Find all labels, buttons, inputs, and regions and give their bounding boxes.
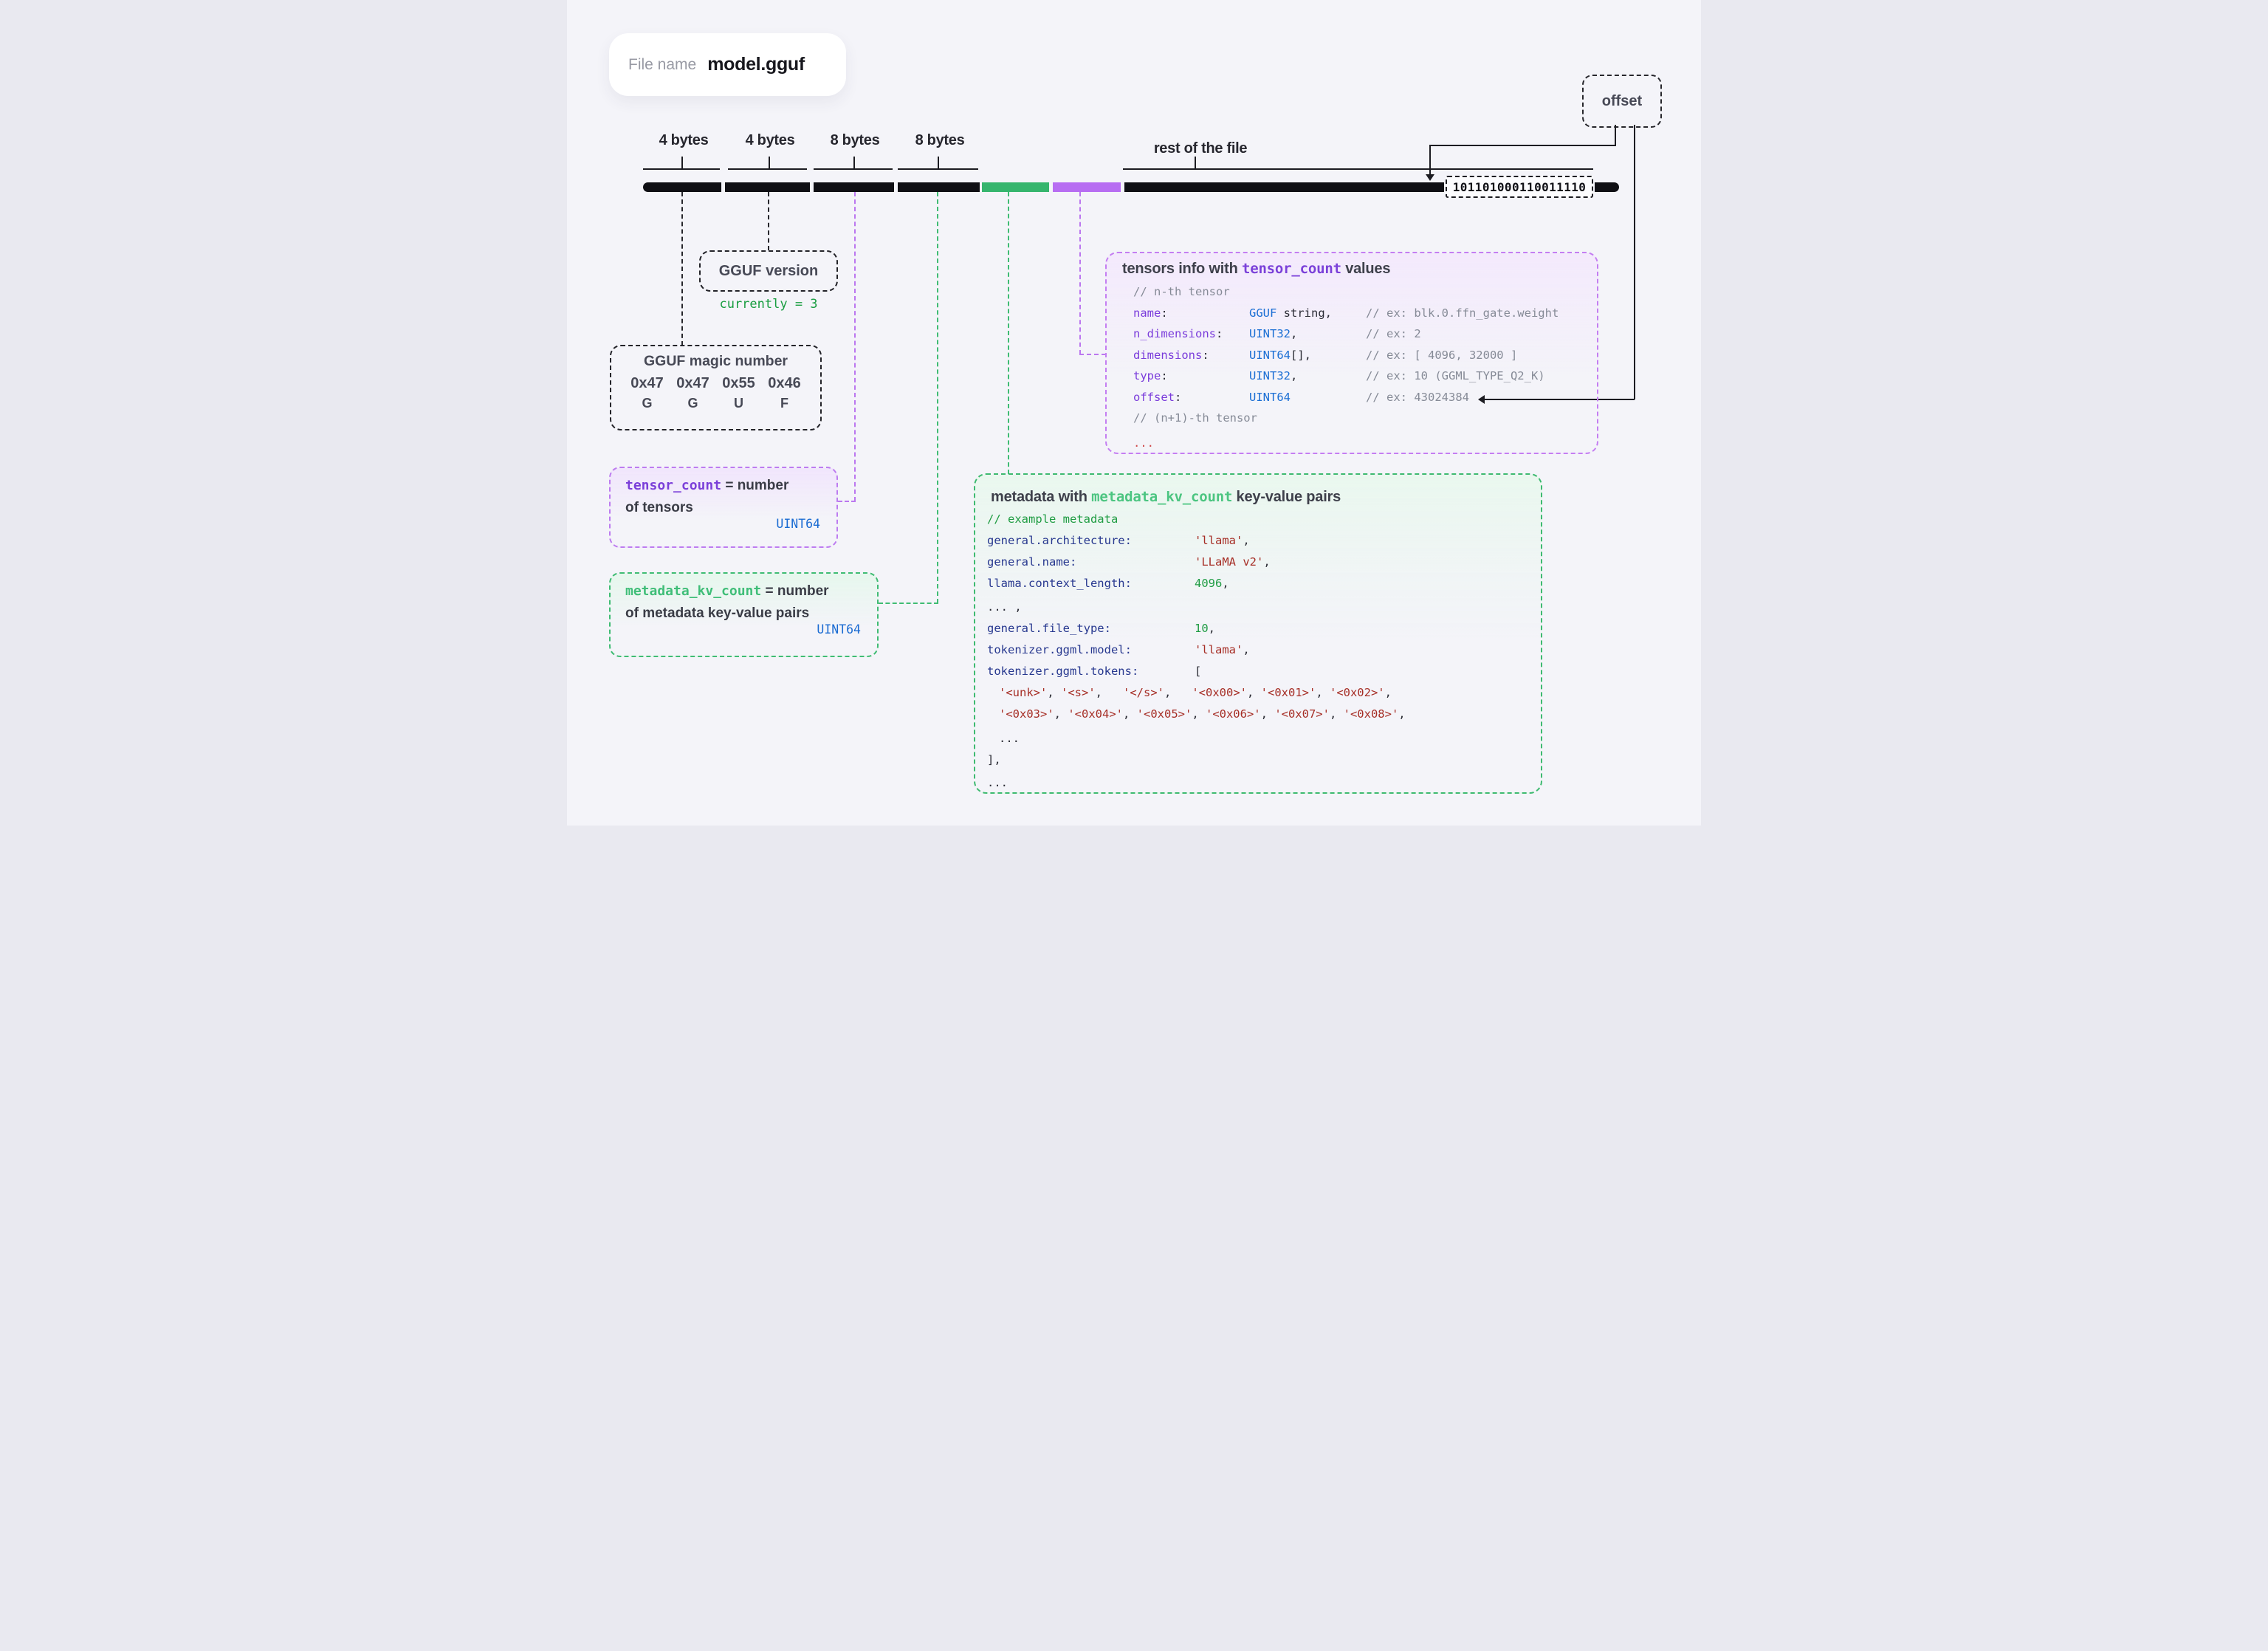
tensor-count-type: UINT64 [776,517,820,531]
code-line: general.file_type:10, [987,622,1216,635]
gguf-version-note: currently = 3 [719,297,818,312]
magic-number-title: GGUF magic number [643,353,788,369]
segment-version [725,182,810,192]
bracket-4 [898,157,978,170]
metadata-code: // example metadata general.architecture:… [987,512,1535,797]
code-line: n_dimensions:UINT32,// ex: 2 [1133,327,1421,340]
metadata-kv-line1: metadata_kv_count = number [625,583,862,600]
magic-char: F [780,396,788,411]
metadata-kv-eq: = number [761,583,829,599]
bracket-2 [728,157,807,170]
connector-tensors-box-h [1079,354,1106,355]
offset-line-b1 [1634,125,1635,399]
code-line: ... [987,776,1008,789]
metadata-kv-line2: of metadata key-value pairs [625,605,810,621]
connector-tensor-count-v [854,192,856,501]
tensors-info-code: // n-th tensor name:GGUF string,// ex: bl… [1133,285,1591,457]
code-line: ... [1133,436,1154,450]
code-line: // n-th tensor [1133,285,1230,298]
code-line: tokenizer.ggml.model:'llama', [987,643,1250,656]
binary-bits-box: 101101000110011110 [1446,176,1593,198]
tensor-count-line2: of tensors [625,500,693,515]
code-line: // (n+1)-th tensor [1133,411,1257,425]
tensors-info-title: tensors info with tensor_count values [1122,261,1391,277]
magic-char: G [687,396,698,411]
tensor-count-eq: = number [721,478,789,493]
bracket-1 [643,157,720,170]
segment-rest-of-file [1124,182,1444,192]
code-line: // example metadata [987,512,1118,526]
code-line: '<0x03>', '<0x04>', '<0x05>', '<0x06>', … [999,707,1406,721]
gguf-version-box: GGUF version [699,250,838,292]
magic-number-hex-row: 0x47 0x47 0x55 0x46 [625,375,808,392]
magic-char: U [734,396,743,411]
segment-tensor-count [814,182,894,192]
bracket-rest [1123,157,1593,170]
gguf-version-title: GGUF version [718,262,819,279]
file-name-label: File name [628,55,697,73]
metadata-title: metadata with metadata_kv_count key-valu… [991,489,1341,505]
file-name-value: model.gguf [707,54,805,75]
offset-line-a3 [1429,145,1431,176]
code-line: llama.context_length:4096, [987,577,1229,590]
code-line: dimensions:UINT64[],// ex: [ 4096, 32000… [1133,348,1518,362]
magic-number-char-row: G G U F [625,396,808,411]
segment-metadata-kv-count [898,182,980,192]
tensor-count-keyword: tensor_count [625,478,722,493]
file-name-pill: File name model.gguf [609,33,846,96]
offset-line-a2 [1429,145,1616,146]
segment-file-end [1595,182,1619,192]
label-8-bytes-2: 8 bytes [915,132,965,148]
offset-line-a1 [1615,125,1616,146]
code-line: ... [999,732,1020,745]
segment-metadata [982,182,1049,192]
bracket-3 [814,157,893,170]
magic-char: G [642,396,653,411]
connector-tensor-count-h [838,501,856,502]
code-line: general.architecture:'llama', [987,534,1250,547]
connector-tensors-box-v [1079,192,1081,354]
connector-version [768,192,769,250]
code-line: name:GGUF string,// ex: blk.0.ffn_gate.w… [1133,306,1559,320]
tensor-count-box: tensor_count = number of tensors UINT64 [609,467,838,548]
offset-label: offset [1601,92,1643,109]
segment-tensors-info [1053,182,1121,192]
label-4-bytes-1: 4 bytes [659,132,709,148]
connector-metadata-kv-v [937,192,938,603]
hex-byte: 0x46 [768,375,801,391]
metadata-kv-count-box: metadata_kv_count = number of metadata k… [609,572,879,657]
metadata-kv-type: UINT64 [817,622,861,636]
metadata-kv-keyword: metadata_kv_count [625,583,762,599]
code-line: '<unk>', '<s>', '</s>', '<0x00>', '<0x01… [999,686,1392,699]
code-line: offset:UINT64// ex: 43024384 [1133,390,1469,404]
code-line: ], [987,753,1001,766]
binary-bits-value: 101101000110011110 [1452,179,1587,194]
segment-magic-number [643,182,721,192]
offset-box: offset [1582,75,1662,128]
code-line: general.name:'LLaMA v2', [987,555,1271,569]
hex-byte: 0x47 [676,375,709,391]
offset-arrow-down-icon [1426,174,1434,181]
code-line: type:UINT32,// ex: 10 (GGML_TYPE_Q2_K) [1133,369,1545,382]
metadata-box: metadata with metadata_kv_count key-valu… [974,473,1542,794]
label-4-bytes-2: 4 bytes [745,132,795,148]
connector-metadata-box [1008,192,1009,474]
label-8-bytes-1: 8 bytes [830,132,880,148]
label-rest-of-file: rest of the file [1153,140,1248,157]
tensor-count-line1: tensor_count = number [625,478,822,494]
hex-byte: 0x55 [722,375,755,391]
hex-byte: 0x47 [630,375,664,391]
connector-magic [681,192,683,346]
tensors-info-box: tensors info with tensor_count values //… [1105,252,1598,454]
gguf-file-format-diagram: File name model.gguf offset 4 bytes 4 by… [567,0,1701,826]
code-line: ... , [987,600,1022,614]
gguf-magic-number-box: GGUF magic number 0x47 0x47 0x55 0x46 G … [610,345,822,430]
connector-metadata-kv-h [879,603,938,604]
code-line: tokenizer.ggml.tokens:[ [987,665,1202,678]
